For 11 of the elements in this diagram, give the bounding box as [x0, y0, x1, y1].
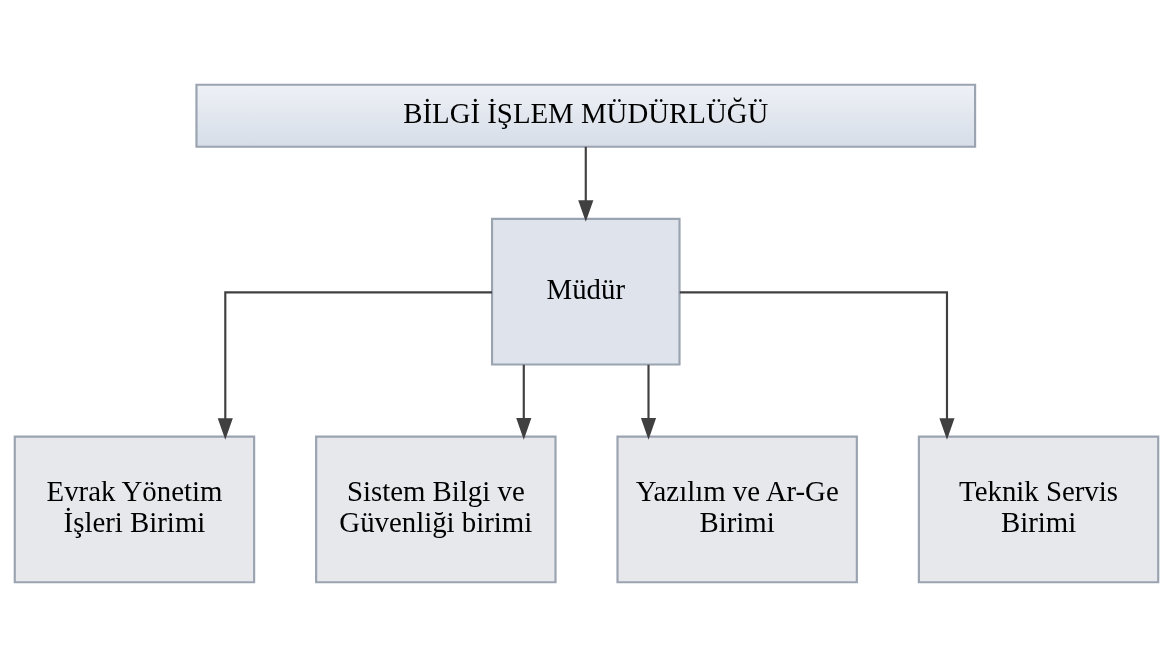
- node-box: Müdür: [490, 217, 681, 366]
- node-box: Teknik Servis Birimi: [917, 435, 1160, 583]
- arrow: [516, 364, 532, 440]
- arrow: [679, 290, 955, 440]
- arrow: [640, 364, 657, 440]
- node-box: Evrak Yönetim İşleri Birimi: [13, 435, 256, 583]
- node-box: Sistem Bilgi ve Güvenliği birimi: [315, 435, 557, 583]
- arrow: [217, 290, 492, 440]
- arrow: [578, 146, 594, 222]
- node-box: Yazılım ve Ar-Ge Birimi: [616, 435, 858, 583]
- node-box: BİLGİ İŞLEM MÜDÜRLÜĞÜ: [195, 83, 977, 148]
